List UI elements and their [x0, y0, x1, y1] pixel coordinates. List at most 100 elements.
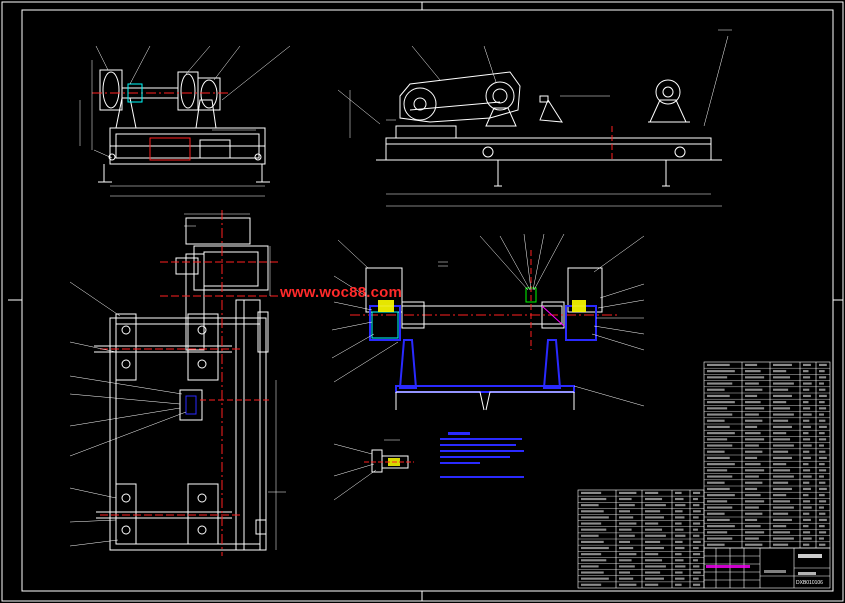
table-cell-text [645, 528, 663, 531]
table-cell-text [819, 388, 826, 391]
table-cell-text [819, 444, 824, 447]
table-cell-text [819, 537, 824, 540]
table-cell-text [773, 388, 789, 391]
table-cell-text [707, 413, 733, 416]
table-cell-text [819, 363, 827, 367]
table-cell-text [803, 456, 811, 460]
table-cell-text [803, 463, 809, 466]
table-cell-text [675, 516, 685, 519]
table-cell-text [819, 506, 824, 509]
table-cell-text [581, 583, 602, 586]
table-cell-text [819, 382, 824, 385]
table-cell-text [693, 510, 701, 513]
table-cell-text [803, 444, 812, 447]
table-cell-text [819, 370, 825, 373]
table-cell-text [619, 522, 637, 525]
table-cell-text [803, 363, 811, 367]
table-cell-text [581, 540, 604, 543]
table-cell-text [745, 481, 763, 484]
table-cell-text [645, 534, 666, 537]
table-cell-text [645, 491, 659, 494]
table-cell-text [581, 534, 599, 537]
table-cell-text [693, 577, 699, 580]
table-cell-text [675, 504, 686, 507]
table-cell-text [745, 388, 763, 391]
table-cell-text [819, 432, 825, 435]
table-cell-text [745, 456, 758, 460]
table-cell-text [803, 487, 811, 491]
table-cell-text [581, 491, 602, 494]
table-cell-text [581, 553, 602, 556]
table-cell-text [675, 553, 682, 556]
table-cell-text [675, 540, 683, 543]
table-cell-text [619, 510, 630, 513]
table-cell-text [707, 500, 728, 503]
parts-list-bottom-rows [578, 491, 704, 586]
table-cell-text [745, 531, 765, 534]
table-cell-text [675, 497, 684, 501]
title-block [703, 547, 831, 589]
table-cell-text [619, 516, 634, 519]
table-cell-text [745, 500, 765, 503]
plan-view [69, 210, 286, 556]
table-cell-text [819, 463, 825, 466]
table-cell-text [707, 463, 735, 466]
table-cell-text [581, 528, 607, 531]
table-cell-text [581, 504, 599, 507]
table-cell-text [745, 425, 758, 429]
table-cell-text [645, 553, 659, 556]
table-cell-text [745, 518, 758, 522]
table-cell-text [707, 394, 730, 398]
table-cell-text [803, 525, 809, 528]
table-cell-text [707, 376, 728, 379]
table-cell-text [693, 540, 701, 543]
table-cell-text [803, 469, 811, 472]
table-cell-text [803, 518, 811, 522]
table-cell-text [693, 528, 698, 531]
table-cell-text [803, 382, 812, 385]
table-cell-text [773, 425, 792, 429]
table-cell-text [803, 481, 810, 484]
table-cell-text [707, 401, 735, 404]
table-cell-text [773, 438, 791, 441]
table-cell-text [819, 401, 825, 404]
table-cell-text [773, 444, 794, 447]
table-cell-text [581, 565, 599, 568]
table-cell-text [693, 583, 701, 586]
table-cell-text [773, 463, 787, 466]
table-cell-text [707, 469, 728, 472]
table-cell-text [773, 363, 792, 367]
table-cell-text [693, 522, 701, 525]
table-cell-text [745, 419, 763, 422]
table-cell-text [819, 494, 825, 497]
table-cell-text [773, 419, 789, 422]
table-cell-text [819, 456, 827, 460]
table-cell-text [819, 525, 825, 528]
table-cell-text [707, 475, 733, 478]
side-elevation [337, 29, 732, 207]
table-cell-text [745, 444, 759, 447]
table-cell-text [773, 432, 787, 435]
table-cell-text [707, 438, 728, 441]
table-cell-text [707, 382, 733, 385]
table-cell-text [773, 543, 789, 546]
table-cell-text [819, 469, 827, 472]
table-cell-text [745, 450, 763, 453]
table-cell-text [745, 543, 763, 546]
table-cell-text [645, 577, 664, 580]
table-cell-text [745, 506, 759, 509]
table-cell-text [803, 376, 811, 379]
table-cell-text [773, 456, 792, 460]
table-cell-text [745, 363, 758, 367]
table-cell-text [619, 491, 637, 494]
table-cell-text [773, 500, 791, 503]
table-cell-text [707, 531, 728, 534]
table-cell-text [819, 531, 827, 534]
table-cell-text [619, 571, 630, 574]
table-cell-text [645, 522, 659, 525]
table-cell-text [645, 516, 664, 519]
table-cell-text [745, 376, 765, 379]
table-cell-text [773, 394, 792, 398]
table-cell-text [707, 444, 733, 447]
